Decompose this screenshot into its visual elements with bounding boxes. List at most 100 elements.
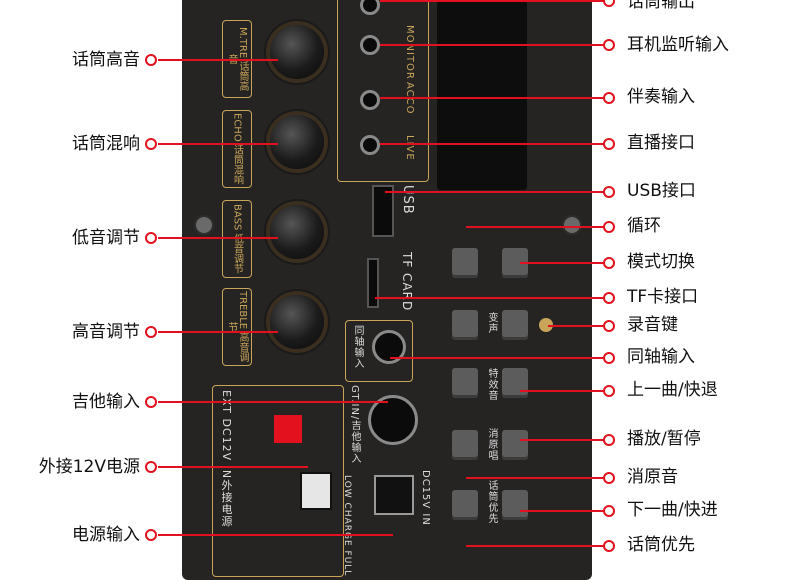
ext-power-label: EXT DC12V IN外接电源 bbox=[220, 390, 233, 528]
knob-label-bass: BASS 低音调节 bbox=[222, 200, 252, 278]
usb-label: USB bbox=[400, 185, 415, 215]
charge-label: LOW CHARGE FULL bbox=[342, 475, 352, 577]
btn-label-effect: 特效音 bbox=[486, 368, 497, 401]
usb-port[interactable] bbox=[372, 185, 394, 237]
callout-dot bbox=[603, 92, 615, 104]
guitar-jack[interactable] bbox=[368, 395, 418, 445]
coax-label: 同轴输入 bbox=[352, 325, 363, 369]
callout-line bbox=[158, 534, 393, 536]
callout-line bbox=[158, 143, 278, 145]
callout-line bbox=[158, 59, 278, 61]
record-led bbox=[539, 318, 553, 332]
callout-dot bbox=[145, 326, 157, 338]
display-window bbox=[437, 0, 527, 190]
callout-dot bbox=[145, 396, 157, 408]
callout-loop: 循环 bbox=[627, 216, 661, 236]
callout-dot bbox=[603, 320, 615, 332]
callout-dot bbox=[603, 39, 615, 51]
dc-jack[interactable] bbox=[374, 475, 414, 515]
jack-label-live: LIVE bbox=[404, 135, 415, 161]
callout-dot bbox=[603, 385, 615, 397]
monitor-jack[interactable] bbox=[360, 35, 380, 55]
callout-bass: 低音调节 bbox=[72, 228, 140, 248]
red-terminal[interactable] bbox=[274, 415, 302, 443]
callout-dot bbox=[145, 232, 157, 244]
callout-line bbox=[466, 545, 605, 547]
callout-line bbox=[520, 390, 605, 392]
callout-play: 播放/暂停 bbox=[627, 429, 701, 449]
mic-priority-button[interactable] bbox=[452, 490, 478, 520]
prev-button[interactable] bbox=[502, 368, 528, 398]
guitar-label: GT.IN/吉他输入 bbox=[349, 385, 360, 465]
mic-out-jack[interactable] bbox=[360, 0, 380, 15]
callout-guitar: 吉他输入 bbox=[72, 392, 140, 412]
callout-dot bbox=[145, 461, 157, 473]
callout-line bbox=[380, 97, 605, 99]
callout-line bbox=[466, 477, 605, 479]
callout-dot bbox=[603, 186, 615, 198]
callout-power-in: 电源输入 bbox=[72, 525, 140, 545]
callout-line bbox=[390, 357, 605, 359]
live-jack[interactable] bbox=[360, 135, 380, 155]
acco-jack[interactable] bbox=[360, 90, 380, 110]
callout-line bbox=[375, 297, 605, 299]
play-pause-button[interactable] bbox=[502, 430, 528, 460]
callout-dot bbox=[603, 292, 615, 304]
callout-next: 下一曲/快进 bbox=[627, 500, 718, 520]
callout-line bbox=[158, 401, 388, 403]
screw-right bbox=[562, 215, 582, 235]
echo-knob[interactable] bbox=[270, 115, 324, 169]
callout-tf: TF卡接口 bbox=[627, 287, 699, 307]
callout-line bbox=[158, 466, 308, 468]
tf-slot[interactable] bbox=[367, 258, 379, 308]
treble-knob[interactable] bbox=[270, 295, 324, 349]
callout-dot bbox=[603, 505, 615, 517]
callout-dot bbox=[145, 529, 157, 541]
next-button[interactable] bbox=[502, 490, 528, 520]
callout-line bbox=[548, 325, 605, 327]
callout-mode: 模式切换 bbox=[627, 252, 695, 272]
callout-dot bbox=[603, 352, 615, 364]
mic-treble-knob[interactable] bbox=[270, 25, 324, 79]
callout-dot bbox=[603, 434, 615, 446]
callout-prev: 上一曲/快退 bbox=[627, 380, 718, 400]
callout-ext-power: 外接12V电源 bbox=[38, 457, 140, 477]
callout-dot bbox=[603, 257, 615, 269]
bass-knob[interactable] bbox=[270, 205, 324, 259]
callout-line bbox=[520, 439, 605, 441]
callout-live: 直播接口 bbox=[627, 133, 695, 153]
jack-strip bbox=[337, 0, 429, 182]
dc-label: DC15V IN bbox=[420, 470, 431, 526]
voice-change-button[interactable] bbox=[452, 310, 478, 340]
tf-label: TF CARD bbox=[400, 252, 414, 312]
callout-line bbox=[380, 0, 605, 2]
knob-label-echo: ECHO 话筒混响 bbox=[222, 110, 252, 188]
knob-label-treble: TREBLE 高音调节 bbox=[222, 288, 252, 366]
callout-mic-priority: 话筒优先 bbox=[627, 535, 695, 555]
callout-dot bbox=[603, 221, 615, 233]
callout-mic-out: 话筒输出 bbox=[627, 0, 695, 12]
callout-mic-treble: 话筒高音 bbox=[72, 50, 140, 70]
callout-line bbox=[520, 262, 605, 264]
loop-button[interactable] bbox=[452, 248, 478, 278]
callout-dot bbox=[145, 138, 157, 150]
jack-label-monitor: MONITOR bbox=[404, 25, 415, 80]
callout-dot bbox=[603, 0, 615, 7]
coax-box bbox=[345, 320, 413, 382]
btn-label-vocalcut: 消原唱 bbox=[486, 428, 497, 461]
black-terminal[interactable] bbox=[300, 472, 332, 510]
record-button[interactable] bbox=[502, 310, 528, 340]
callout-dot bbox=[603, 540, 615, 552]
callout-dot bbox=[603, 138, 615, 150]
callout-line bbox=[380, 44, 605, 46]
effect-button[interactable] bbox=[452, 368, 478, 398]
callout-acco: 伴奏输入 bbox=[627, 87, 695, 107]
callout-dot bbox=[603, 472, 615, 484]
callout-line bbox=[385, 191, 605, 193]
callout-line bbox=[158, 331, 278, 333]
callout-vocal-cut: 消原音 bbox=[627, 467, 678, 487]
callout-line bbox=[466, 226, 605, 228]
vocal-cut-button[interactable] bbox=[452, 430, 478, 460]
btn-label-micpri: 话筒优先 bbox=[486, 480, 497, 524]
callout-usb: USB接口 bbox=[627, 181, 696, 201]
